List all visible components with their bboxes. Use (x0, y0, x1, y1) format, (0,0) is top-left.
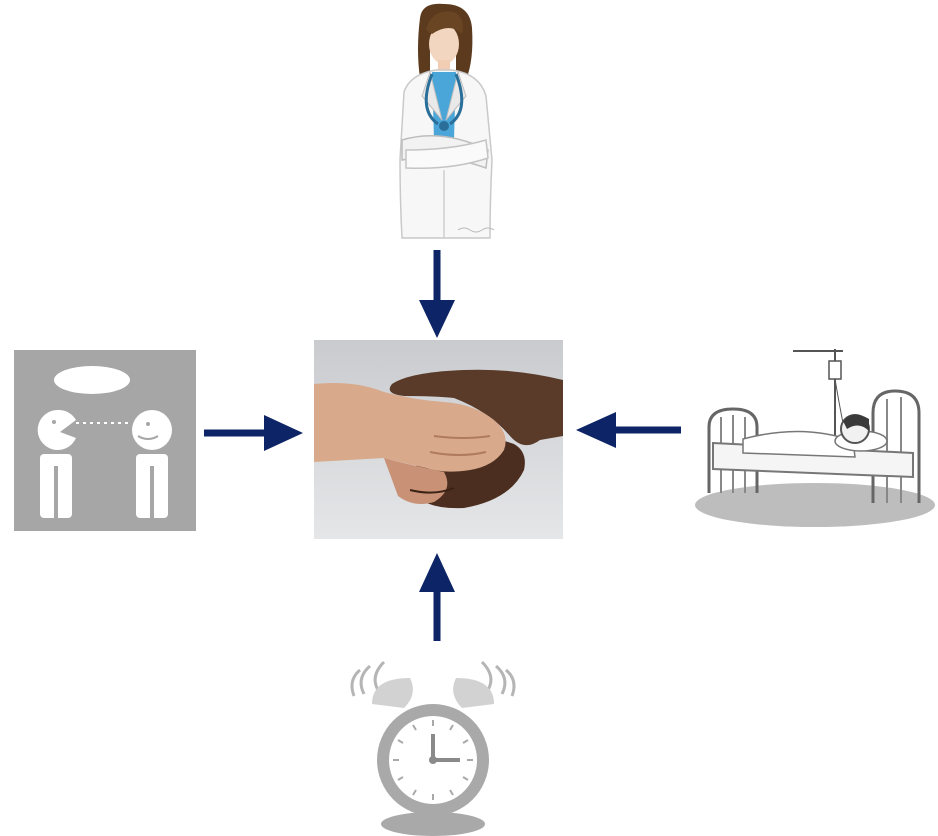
handshake-icon (314, 340, 563, 539)
patient-in-bed-icon (693, 343, 938, 529)
arrow-clock-to-handshake (419, 553, 455, 641)
arrow-doctor-to-handshake (419, 250, 455, 338)
conversation-icon (14, 350, 196, 531)
arrow-patient-to-handshake (576, 412, 681, 448)
doctor-icon (362, 0, 524, 240)
alarm-clock-icon (342, 648, 524, 836)
arrow-conversation-to-handshake (204, 415, 303, 451)
